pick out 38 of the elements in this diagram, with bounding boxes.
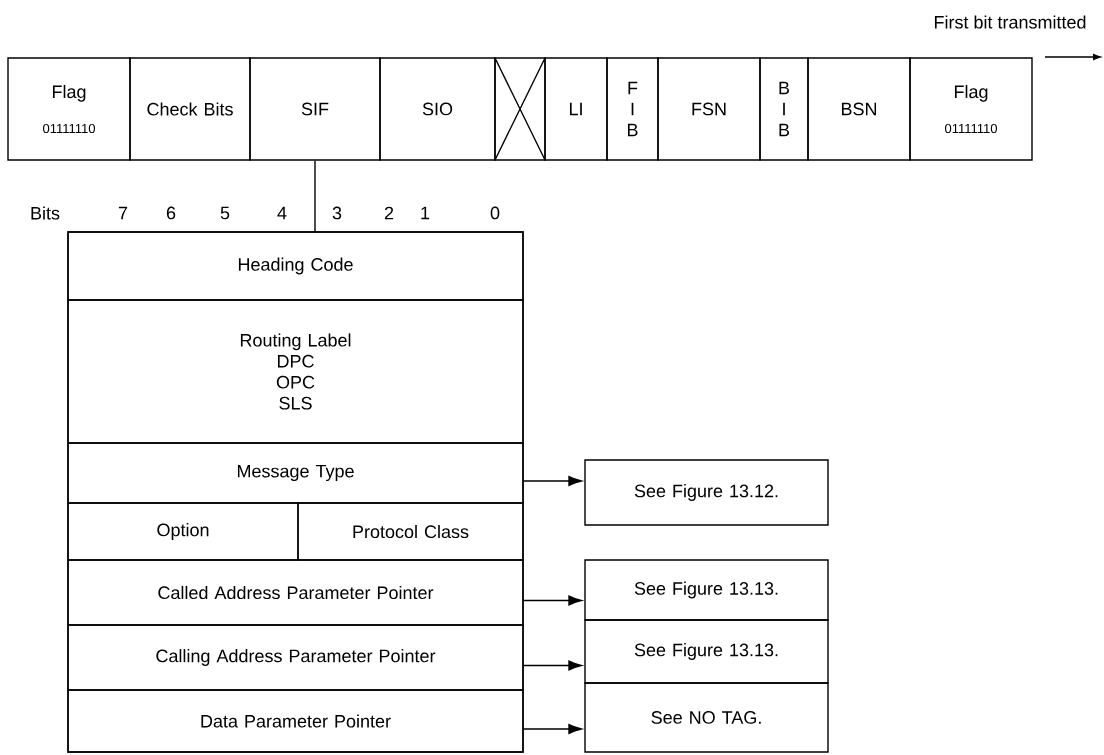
leader-line <box>314 160 316 232</box>
bit-number: 2 <box>384 206 394 220</box>
bit-number: 6 <box>166 206 176 220</box>
frame-cell: Flag 01111110 <box>7 57 131 161</box>
bit-number: 3 <box>332 206 342 220</box>
field-box: Heading Code <box>67 231 524 301</box>
pointer-box: See Figure 13.12. <box>584 459 829 526</box>
bit-number: 7 <box>118 206 128 220</box>
bit-number: 4 <box>277 206 287 220</box>
field-box: Data Parameter Pointer <box>67 689 524 753</box>
arrow <box>523 475 582 487</box>
frame-cell: SIF <box>249 57 381 161</box>
frame-cell: B I B <box>759 57 809 161</box>
bit-number: 1 <box>421 206 430 220</box>
frame-cell: Flag 01111110 <box>909 57 1033 161</box>
pointer-box: See NO TAG. <box>584 682 829 753</box>
arrow <box>523 723 582 735</box>
field-box: Message Type <box>67 442 524 504</box>
pointer-box: See Figure 13.13. <box>584 559 829 621</box>
frame-cell: BSN <box>807 57 911 161</box>
axis-label: Bits <box>31 206 60 220</box>
field-box: Called Address Parameter Pointer <box>67 559 524 626</box>
field-box: Protocol Class <box>297 502 524 561</box>
arrow <box>523 660 582 671</box>
frame-cell: SIO <box>379 57 496 161</box>
crossed-cell <box>494 57 546 161</box>
field-box: Option <box>67 502 299 561</box>
frame-cell: LI <box>544 57 608 161</box>
frame-cell: FSN <box>657 57 761 161</box>
bit-number: 0 <box>490 206 500 220</box>
arrow <box>523 595 582 606</box>
pointer-box: See Figure 13.13. <box>584 619 829 684</box>
caption-text: First bit transmitted <box>934 15 1086 29</box>
frame-cell: F I B <box>606 57 659 161</box>
field-box: Routing Label DPC OPC SLS <box>67 299 524 444</box>
bit-number: 5 <box>220 206 230 220</box>
frame-cell: Check Bits <box>129 57 251 161</box>
field-box: Calling Address Parameter Pointer <box>67 624 524 691</box>
